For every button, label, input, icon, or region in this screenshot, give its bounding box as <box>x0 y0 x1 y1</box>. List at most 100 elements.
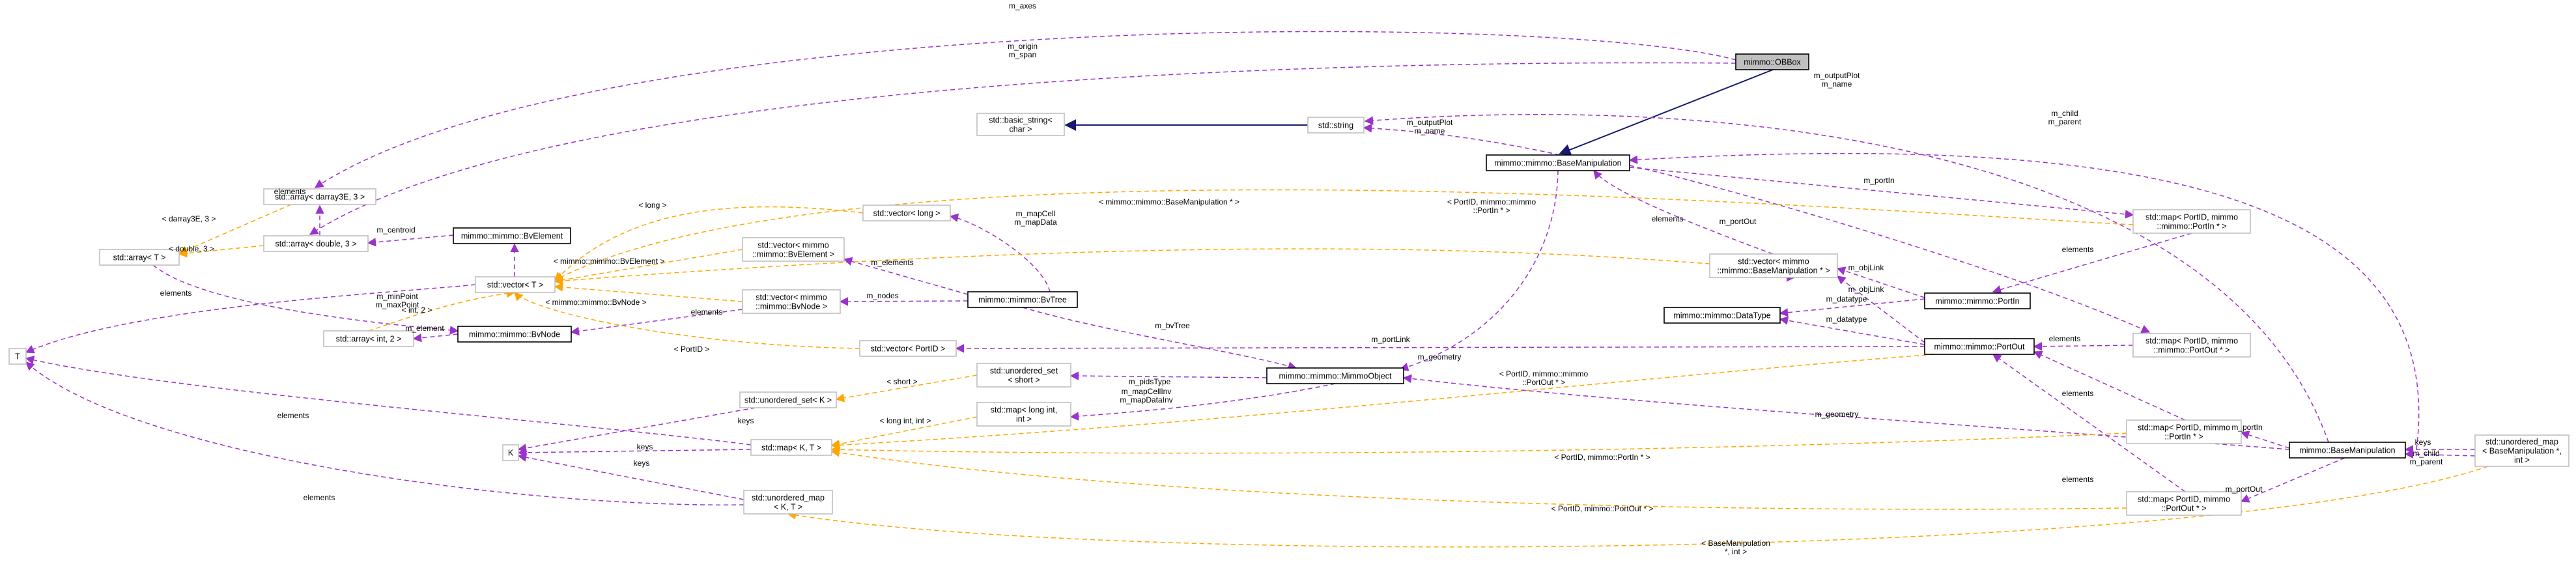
edge-label: m_outputPlot <box>1407 118 1453 127</box>
node-vector-bvnode[interactable]: std::vector< mimmo::mimmo::BvNode > <box>742 289 841 314</box>
node-array-double[interactable]: std::array< double, 3 > <box>263 235 369 252</box>
edge-inherit-2 <box>1559 69 1774 156</box>
node-unordered-map-kt[interactable]: std::unordered_map< K, T > <box>743 490 833 515</box>
edge-label: keys <box>637 442 653 451</box>
edge-label: < mimmo::mimmo::BaseManipulation * > <box>1099 197 1239 206</box>
edge-label: elements <box>2062 245 2094 254</box>
node-datatype[interactable]: mimmo::mimmo::DataType <box>1663 307 1781 324</box>
node-label: std::unordered_map <box>2485 438 2558 447</box>
edge-m-child-parent-top <box>1628 152 2420 450</box>
node-basic-string[interactable]: std::basic_string<char > <box>976 113 1065 136</box>
node-basemanip[interactable]: mimmo::mimmo::BaseManipulation <box>1486 154 1630 171</box>
node-t[interactable]: T <box>8 348 27 365</box>
node-map-portin-low[interactable]: std::map< PortID, mimmo::PortIn * > <box>2126 419 2242 444</box>
node-vector-long[interactable]: std::vector< long > <box>862 205 951 221</box>
node-vector-bvelement[interactable]: std::vector< mimmo::mimmo::BvElement > <box>742 237 845 262</box>
node-label: std::vector< PortID > <box>871 345 946 354</box>
edge-label: elements <box>160 289 192 298</box>
node-unordered-set-short[interactable]: std::unordered_set< short > <box>976 363 1071 388</box>
node-label: < K, T > <box>774 503 802 512</box>
edge-m-minpoint-maxpoint <box>152 264 459 335</box>
edge-m-outputPlot-name-top <box>1364 114 2329 443</box>
node-label: char > <box>1009 125 1032 134</box>
edge-m-nodes <box>839 297 969 306</box>
node-bvtree[interactable]: mimmo::mimmo::BvTree <box>967 291 1078 308</box>
node-unordered-set-k[interactable]: std::unordered_set< K > <box>739 391 837 408</box>
edge-label: *, int > <box>1725 547 1747 556</box>
edge-label: m_child <box>2051 109 2078 118</box>
edge-elements-8 <box>2033 342 2134 351</box>
node-label: std::map< PortID, mimmo <box>2145 337 2238 346</box>
node-array-array[interactable]: std::array< darray3E, 3 > <box>263 188 376 205</box>
edge-label: m_datatype <box>1826 294 1867 304</box>
edge-label: m_mapCellInv <box>1122 387 1172 396</box>
edge-elements-3 <box>1593 169 1774 255</box>
node-map-portin-right[interactable]: std::map< PortID, mimmo::mimmo::PortIn *… <box>2132 209 2251 234</box>
edge-label: elements <box>2049 334 2081 343</box>
node-map-portout-low[interactable]: std::map< PortID, mimmo::PortOut * > <box>2126 491 2242 516</box>
edge-label: m_origin <box>1008 42 1038 51</box>
edge-short-lbl <box>835 375 978 403</box>
node-basemanip-short[interactable]: mimmo::BaseManipulation <box>2289 442 2406 459</box>
node-label: std::map< PortID, mimmo <box>2138 495 2230 504</box>
node-array-int[interactable]: std::array< int, 2 > <box>323 330 414 347</box>
node-label: ::mimmo::BvElement > <box>752 250 834 259</box>
edge-label: m_span <box>1009 50 1037 59</box>
node-label: mimmo::mimmo::BvElement <box>461 232 563 241</box>
edge-label: keys <box>2415 438 2431 447</box>
node-k[interactable]: K <box>502 444 519 461</box>
edge-mimmo-basemanip-tpl <box>554 189 2134 281</box>
edge-m-mapcellinv <box>1069 383 1336 421</box>
node-label: ::PortOut * > <box>2161 504 2206 513</box>
node-array-t[interactable]: std::array< T > <box>99 249 180 266</box>
edge-keys-2 <box>517 448 752 457</box>
edge-elements-9 <box>25 356 752 446</box>
edge-label: m_portLink <box>1371 335 1410 344</box>
edge-label: elements <box>2062 389 2094 398</box>
edge-m-centroid <box>367 234 454 247</box>
edge-m-elements-1 <box>843 257 969 295</box>
edge-label: m_outputPlot <box>1814 71 1860 80</box>
node-vector-basemanip[interactable]: std::vector< mimmo::mimmo::BaseManipulat… <box>1709 253 1838 278</box>
node-vector-t[interactable]: std::vector< T > <box>475 276 556 293</box>
node-label: ::mimmo::PortIn * > <box>2157 222 2226 231</box>
node-label: ::mimmo::BaseManipulation * > <box>1717 266 1830 276</box>
edge-portid-portin-short <box>830 432 2127 455</box>
edge-label: m_minPoint <box>376 292 418 301</box>
node-label: ::mimmo::PortOut * > <box>2153 346 2229 355</box>
edge-label: < short > <box>886 377 917 386</box>
edge-m-datatype-2 <box>1779 316 1925 345</box>
edge-label: < PortID, mimmo::PortOut * > <box>1551 504 1654 513</box>
edge-label: m_mapCell <box>1016 209 1056 218</box>
node-label: std::array< int, 2 > <box>336 335 402 344</box>
node-label: std::vector< mimmo <box>756 293 827 302</box>
edge-label: m_portOut <box>1720 217 1757 226</box>
edge-label: elements <box>274 187 306 196</box>
node-string[interactable]: std::string <box>1307 117 1365 134</box>
node-bvelement[interactable]: mimmo::mimmo::BvElement <box>453 227 571 244</box>
edge-portid-portout-tpl <box>830 354 1935 450</box>
node-label: std::map< PortID, mimmo <box>2138 423 2230 432</box>
edge-label: m_nodes <box>866 291 898 300</box>
edge-double-3 <box>178 245 264 258</box>
edge-label: < PortID, mimmo::mimmo <box>1447 197 1536 206</box>
node-label: std::map< long int, <box>991 406 1058 415</box>
node-label: mimmo::OBBox <box>1744 58 1801 67</box>
edge-elements-12 <box>25 361 744 505</box>
edge-portid-portin-tpl <box>554 248 1710 285</box>
node-map-kt[interactable]: std::map< K, T > <box>750 439 832 456</box>
edge-label: < int, 2 > <box>402 305 432 315</box>
node-obbox[interactable]: mimmo::OBBox <box>1735 53 1809 70</box>
node-mimmoobject[interactable]: mimmo::mimmo::MimmoObject <box>1266 367 1404 384</box>
edge-elements-2 <box>1992 233 2192 294</box>
edge-label: < long int, int > <box>880 416 931 425</box>
node-label: std::vector< T > <box>487 281 543 290</box>
node-bvnode[interactable]: mimmo::mimmo::BvNode <box>457 326 572 343</box>
node-map-longint[interactable]: std::map< long int,int > <box>976 402 1071 427</box>
node-portout-mm[interactable]: mimmo::mimmo::PortOut <box>1924 338 2035 355</box>
node-unordered-map-bm[interactable]: std::unordered_map< BaseManipulation *,i… <box>2474 434 2569 467</box>
edge-label: m_element <box>405 324 444 333</box>
node-vector-portid[interactable]: std::vector< PortID > <box>859 340 957 357</box>
node-map-portout-right[interactable]: std::map< PortID, mimmo::mimmo::PortOut … <box>2132 333 2251 358</box>
node-portin-mm[interactable]: mimmo::mimmo::PortIn <box>1924 292 2031 309</box>
